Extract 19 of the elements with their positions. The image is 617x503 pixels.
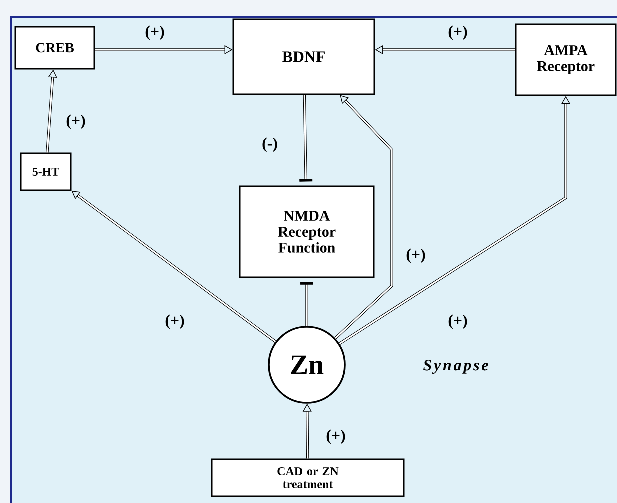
edge-label: (+): [65, 114, 87, 130]
edge-label: (+): [325, 428, 347, 446]
arrow: [334, 95, 394, 340]
edge-label: (+): [447, 314, 469, 330]
edge-label: (+): [144, 24, 166, 42]
process-box: CREB: [14, 26, 96, 70]
arrow: [72, 191, 277, 343]
arrow: [300, 95, 313, 182]
process-box: AMPA Receptor: [515, 24, 617, 96]
process-box: BDNF: [232, 18, 376, 96]
arrow: [300, 282, 314, 326]
region-label: Synapse: [424, 360, 488, 374]
edge-label: (+): [164, 314, 186, 330]
edge-label: (+): [405, 248, 427, 264]
process-box: NMDA Receptor Function: [239, 186, 375, 278]
process-box: 5-HT: [20, 152, 72, 192]
edge-label: (+): [447, 24, 469, 42]
edge-label: (-): [261, 136, 279, 154]
treatment-box: CAD or ZN treatment: [211, 458, 405, 498]
